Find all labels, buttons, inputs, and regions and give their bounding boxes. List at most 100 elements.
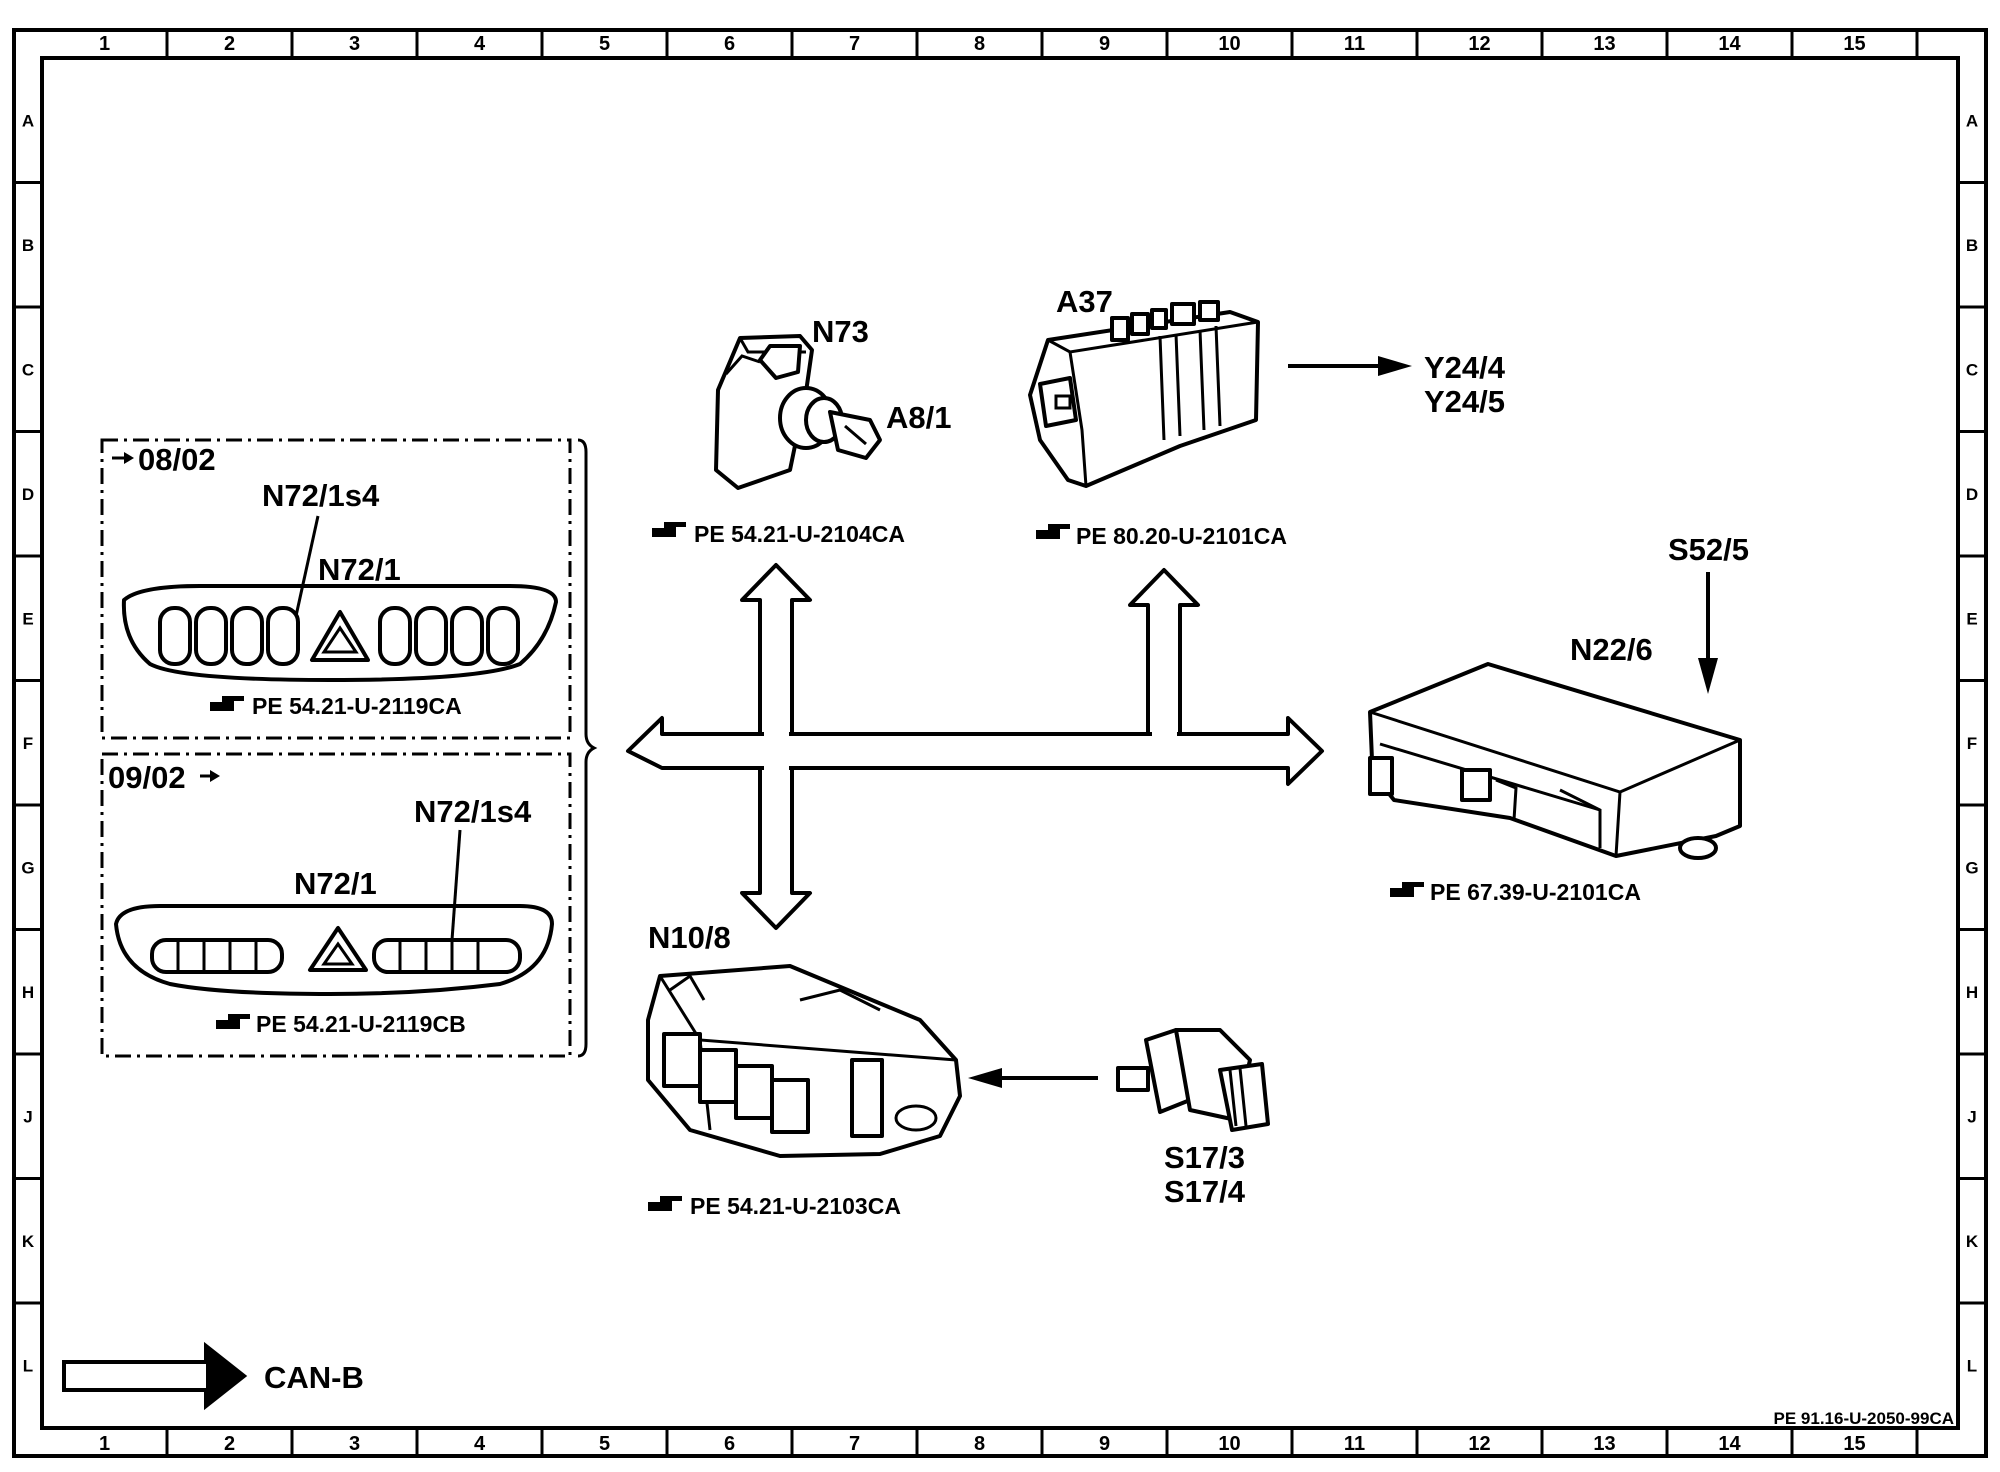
label-y24-4: Y24/4 [1424,350,1506,385]
footer-doc-id: PE 91.16-U-2050-99CA [1774,1409,1954,1428]
pointing-hand-icon [652,522,686,537]
grid-column-label: 12 [1468,1433,1490,1455]
grid-column-label: 8 [974,1433,985,1455]
grid-column-label: 3 [349,1433,360,1455]
grid-row-label: C [1966,360,1978,379]
s17-to-n10-8-arrow [968,1068,1098,1088]
label-a37: A37 [1056,284,1113,319]
grid-row-label: H [1966,983,1978,1002]
pointing-hand-icon [216,1014,250,1029]
ref-n72-top: PE 54.21-U-2119CA [252,693,462,719]
grid-column-label: 14 [1718,33,1741,55]
s17-switch-drawing [1116,1028,1270,1132]
can-bus-to-n10-8 [740,766,812,930]
pointing-hand-icon [648,1196,682,1211]
can-bus-to-n73 [740,563,812,736]
grid-row-label: L [23,1356,33,1375]
grid-column-label: 5 [599,1433,610,1455]
grid-row-label: G [21,858,34,877]
label-s17-4: S17/4 [1164,1174,1246,1209]
grid-column-label: 2 [224,33,235,55]
grid-row-label: A [1966,111,1978,130]
s52-5-arrow [1698,572,1718,694]
label-n72-1s4-bottom: N72/1s4 [414,794,532,829]
label-n72-1-top: N72/1 [318,552,401,587]
grid-row-label: K [1966,1232,1979,1251]
grid-row-label: B [22,236,34,255]
pointing-hand-icon [1390,882,1424,897]
can-bus-horizontal [626,716,1324,786]
grid-row-label: G [1965,858,1978,877]
grid-column-label: 14 [1718,1433,1741,1455]
label-n72-1s4-top: N72/1s4 [262,478,380,513]
grid-column-label: 4 [474,33,486,55]
grid-column-label: 6 [724,1433,735,1455]
grid-row-label: E [1966,609,1977,628]
label-s52-5: S52/5 [1668,532,1749,567]
grid-column-label: 15 [1843,33,1865,55]
variant-from-label: 09/02 [108,760,186,795]
grid-row-label: F [1967,734,1977,753]
grid-row-label: A [22,111,34,130]
grid-column-label: 11 [1344,1433,1365,1455]
grid-column-label: 7 [849,33,860,55]
grid-row-label: E [22,609,33,628]
pointing-hand-icon [210,696,244,711]
grid-column-label: 13 [1593,33,1615,55]
label-y24-5: Y24/5 [1424,384,1505,419]
can-bus-network [626,563,1324,930]
label-a8-1: A8/1 [886,400,951,435]
grid-column-label: 13 [1593,1433,1615,1455]
n72-variant-frames [100,438,598,1058]
can-bus-to-a37 [1128,568,1200,736]
grid-row-label: K [22,1232,35,1251]
n72-1-panel-bottom-drawing [114,770,554,996]
variant-upto-label: 08/02 [138,442,216,477]
grid-column-label: 3 [349,33,360,55]
ref-n72-bottom: PE 54.21-U-2119CB [256,1011,466,1037]
ref-a37: PE 80.20-U-2101CA [1076,523,1287,549]
inner-frame [40,56,1960,1430]
grid-row-label: D [1966,485,1978,504]
grid-column-label: 9 [1099,1433,1110,1455]
grid-column-label: 11 [1344,33,1365,55]
can-b-legend-arrow [62,1341,248,1411]
grid-row-label: L [1967,1356,1977,1375]
label-n72-1-bottom: N72/1 [294,866,377,901]
grid-column-label: 15 [1843,1433,1865,1455]
grid-column-label: 10 [1218,1433,1240,1455]
label-s17-3: S17/3 [1164,1140,1245,1175]
grid-row-label: B [1966,236,1978,255]
ref-n73: PE 54.21-U-2104CA [694,521,905,547]
label-n73: N73 [812,314,869,349]
grid-column-label: 1 [99,1433,110,1455]
grid-row-label: C [22,360,34,379]
grid-column-label: 9 [1099,33,1110,55]
ref-n22-6: PE 67.39-U-2101CA [1430,879,1641,905]
legend-can-b-label: CAN-B [264,1360,364,1395]
n72-1-panel-top-drawing [112,452,558,682]
n10-8-module-drawing [646,964,962,1158]
pointing-hand-icon [1036,524,1070,539]
grid-right-ruler: A B C D E F G H J K L [1958,111,1986,1375]
grid-column-label: 2 [224,1433,235,1455]
grid-column-label: 12 [1468,33,1490,55]
grid-row-label: F [23,734,33,753]
grid-column-label: 10 [1218,33,1240,55]
grid-column-label: 1 [99,33,110,55]
grid-row-label: D [22,485,34,504]
grid-row-label: J [1967,1107,1976,1126]
label-n22-6: N22/6 [1570,632,1653,667]
n73-ignition-switch-drawing [714,334,882,490]
grid-row-label: H [22,983,34,1002]
a37-to-y24-arrow [1288,356,1412,376]
label-n10-8: N10/8 [648,920,731,955]
grid-column-label: 5 [599,33,610,55]
pointing-hand-icons [210,522,1424,1211]
grid-column-label: 4 [474,1433,486,1455]
grid-column-label: 7 [849,1433,860,1455]
